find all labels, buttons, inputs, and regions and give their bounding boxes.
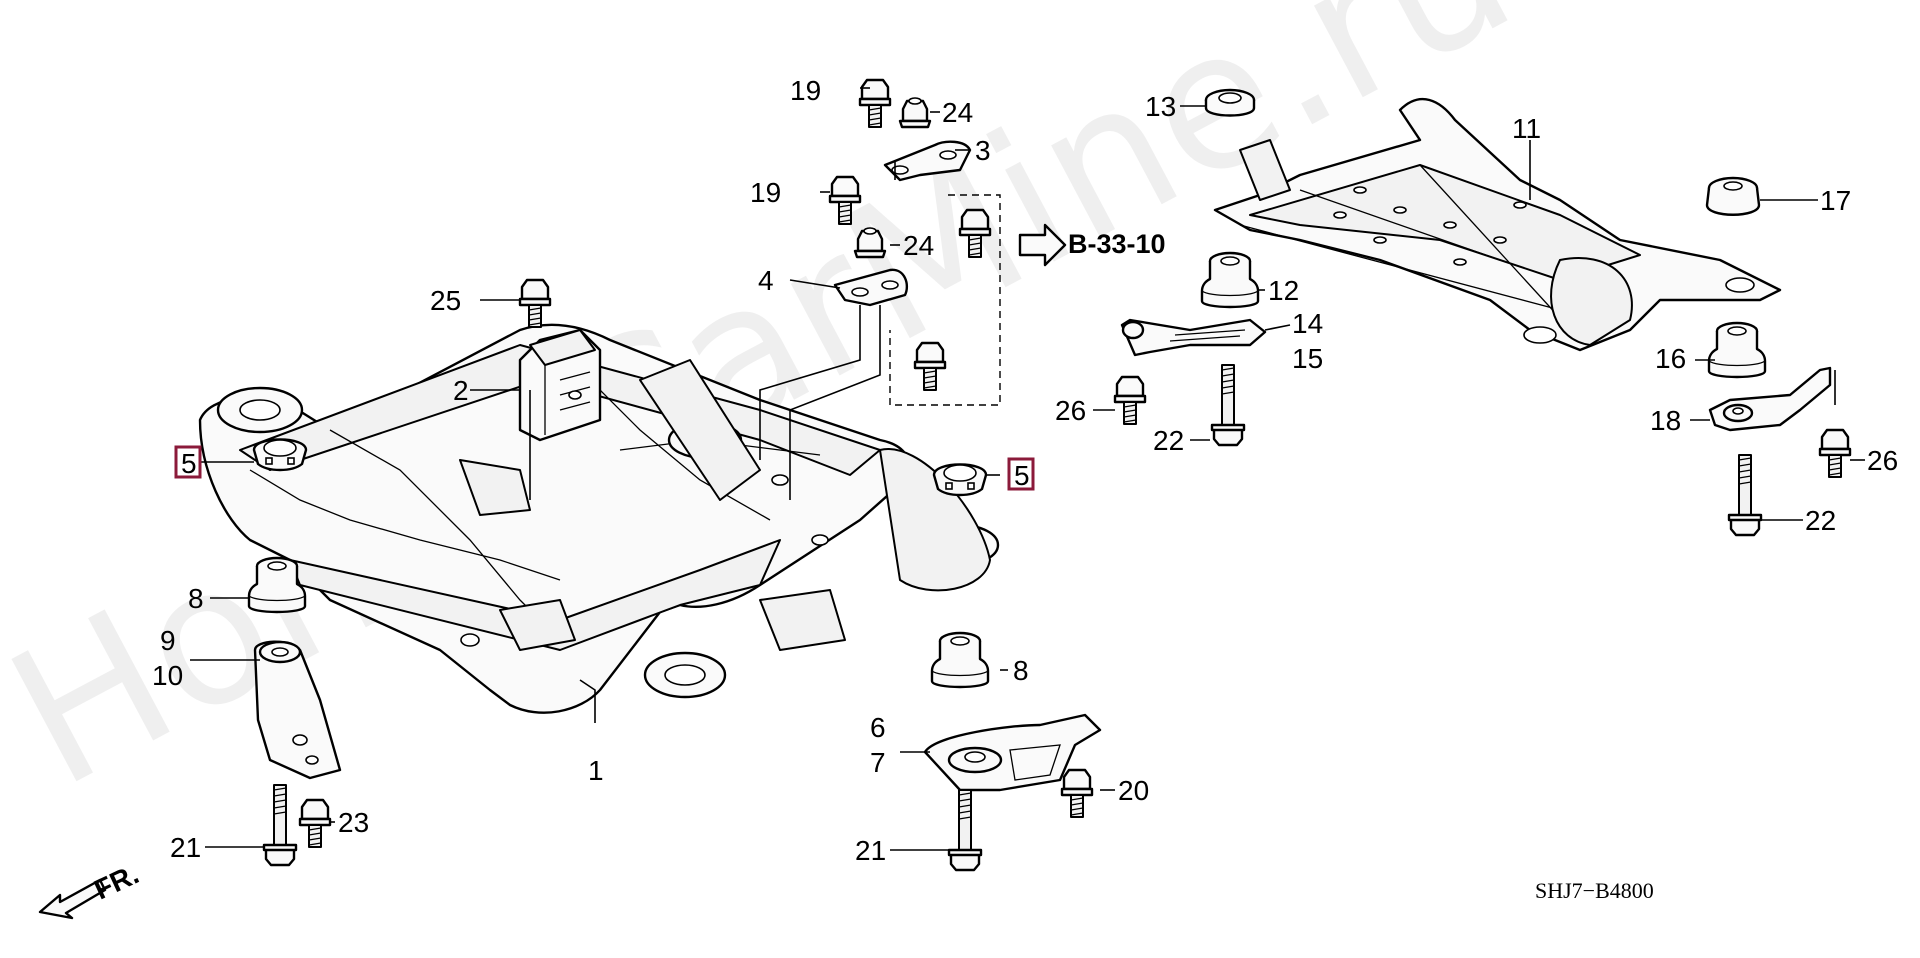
bolt-20[interactable] bbox=[1060, 768, 1094, 819]
callout-17: 17 bbox=[1820, 185, 1851, 216]
callout-5-right-box bbox=[1007, 457, 1035, 491]
leader-lines bbox=[190, 87, 1865, 851]
bushing-12[interactable] bbox=[1200, 251, 1260, 309]
bushing-8-right[interactable] bbox=[930, 631, 990, 689]
callout-6: 6 bbox=[870, 712, 886, 743]
bracket-part-4[interactable] bbox=[833, 268, 909, 307]
nut-24-top[interactable] bbox=[898, 96, 932, 129]
rear-subframe-part-11[interactable] bbox=[1213, 98, 1782, 352]
ring-5-right[interactable] bbox=[932, 463, 988, 497]
callout-22-right: 22 bbox=[1805, 505, 1836, 536]
callout-1: 1 bbox=[588, 755, 604, 786]
callout-20: 20 bbox=[1118, 775, 1149, 806]
bushing-8-left[interactable] bbox=[247, 556, 307, 614]
callout-12: 12 bbox=[1268, 275, 1299, 306]
bolt-26-right[interactable] bbox=[1818, 428, 1852, 479]
bolt-21-left[interactable] bbox=[262, 783, 298, 867]
callout-7: 7 bbox=[870, 747, 886, 778]
bracket-part-9-10[interactable] bbox=[253, 640, 342, 780]
callout-11: 11 bbox=[1512, 113, 1541, 144]
callout-15: 15 bbox=[1292, 343, 1323, 374]
callout-5-left-box bbox=[174, 445, 202, 479]
arm-part-14-15[interactable] bbox=[1120, 318, 1267, 357]
front-direction-arrow bbox=[38, 878, 107, 920]
crossref-label[interactable]: B-33-10 bbox=[1068, 229, 1166, 259]
callout-8-right: 8 bbox=[1013, 655, 1029, 686]
callout-5-left: 5 bbox=[181, 448, 197, 479]
callout-22-left: 22 bbox=[1153, 425, 1184, 456]
callout-26-right: 26 bbox=[1867, 445, 1898, 476]
callout-25: 25 bbox=[430, 285, 461, 316]
bracket-part-6-7[interactable] bbox=[923, 713, 1102, 792]
arm-part-18[interactable] bbox=[1708, 366, 1836, 432]
mount-17[interactable] bbox=[1705, 176, 1761, 216]
callout-21-right: 21 bbox=[855, 835, 886, 866]
callout-24-top: 24 bbox=[942, 97, 973, 128]
engine-mount-part-2[interactable] bbox=[518, 328, 602, 442]
crossref-arrow bbox=[1018, 223, 1067, 267]
bolt-23[interactable] bbox=[298, 798, 332, 849]
bolt-21-right[interactable] bbox=[947, 788, 983, 872]
callout-26-left: 26 bbox=[1055, 395, 1086, 426]
callout-10: 10 bbox=[152, 660, 183, 691]
bolt-19-top[interactable] bbox=[858, 78, 892, 129]
ring-5-left[interactable] bbox=[252, 438, 308, 472]
callout-14: 14 bbox=[1292, 308, 1323, 339]
ring-13[interactable] bbox=[1204, 88, 1256, 117]
bolt-22-right[interactable] bbox=[1727, 453, 1763, 537]
callout-2: 2 bbox=[453, 375, 469, 406]
callout-4: 4 bbox=[758, 265, 774, 296]
callout-24-mid: 24 bbox=[903, 230, 934, 261]
bolt-26-left[interactable] bbox=[1113, 375, 1147, 426]
callout-13: 13 bbox=[1145, 91, 1176, 122]
callout-19-mid: 19 bbox=[750, 177, 781, 208]
bolt-22-left[interactable] bbox=[1210, 363, 1246, 447]
callout-23: 23 bbox=[338, 807, 369, 838]
callout-9: 9 bbox=[160, 625, 176, 656]
callout-16: 16 bbox=[1655, 343, 1686, 374]
bushing-16[interactable] bbox=[1707, 321, 1767, 379]
callout-19-top: 19 bbox=[790, 75, 821, 106]
callout-8-left: 8 bbox=[188, 583, 204, 614]
callout-21-left: 21 bbox=[170, 832, 201, 863]
callout-5-right: 5 bbox=[1014, 460, 1030, 491]
callout-18: 18 bbox=[1650, 405, 1681, 436]
diagram-code: SHJ7−B4800 bbox=[1535, 878, 1654, 903]
bracket-part-3[interactable] bbox=[883, 140, 972, 182]
bolt-25[interactable] bbox=[518, 278, 552, 329]
front-label: FR. bbox=[89, 858, 143, 905]
callout-3: 3 bbox=[975, 135, 991, 166]
